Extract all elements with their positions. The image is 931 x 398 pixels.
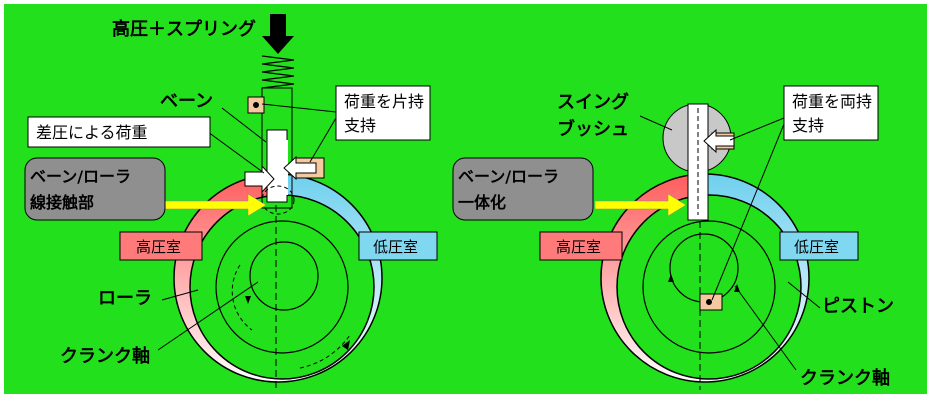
right-bush-leader [639, 115, 673, 131]
right-support-text-1: 荷重を両持 [792, 92, 872, 111]
left-vane-leader [221, 107, 267, 143]
left-diff-box [27, 116, 211, 148]
right-bush-text-1: スイング [557, 91, 629, 113]
left-diff-leader [207, 131, 265, 174]
left-vane-slot [261, 87, 293, 209]
left-low-chamber-badge [358, 231, 438, 261]
left-contact-text-2: 線接触部 [30, 193, 94, 212]
right-low-chamber-badge [779, 231, 859, 261]
right-vane [687, 103, 709, 221]
left-shaft [249, 241, 319, 311]
right-crank-leader [734, 285, 797, 371]
left-crank-leader [157, 281, 259, 351]
right-bush-text-2: ブッシュ [557, 118, 629, 140]
left-support-leader-1 [261, 103, 337, 113]
left-bottom-arc [299, 334, 351, 369]
left-diagram: 高圧＋スプリング ベーン 差圧による荷重 荷重を片持 支持 ベーン/ローラ 線接… [24, 14, 438, 390]
left-vane-label: ベーン [160, 91, 213, 112]
left-support-leader-2 [309, 117, 337, 163]
right-lower-pin-dot [706, 299, 712, 305]
left-contact-box [24, 157, 166, 221]
left-high-chamber-text: 高圧室 [136, 238, 181, 256]
left-roller [189, 194, 375, 380]
right-low-chamber-text: 低圧室 [794, 238, 839, 256]
left-crank-label: クランク軸 [60, 345, 150, 367]
left-support-arrow [283, 155, 317, 181]
left-high-chamber-badge [119, 231, 203, 261]
left-support-box [335, 85, 431, 141]
left-roller-label: ローラ [98, 288, 152, 309]
left-eccentric [215, 220, 349, 354]
right-support-arrow [703, 128, 735, 154]
left-rotation-arc [231, 264, 253, 331]
spring-icon [261, 55, 295, 89]
left-support-text-1: 荷重を片持 [344, 92, 424, 111]
right-diagram: スイング ブッシュ 荷重を両持 支持 ベーン/ローラ 一体化 高圧室 低圧室 ピ… [452, 85, 894, 390]
left-bottom-arrow-icon [342, 340, 350, 350]
left-top-label: 高圧＋スプリング [112, 18, 256, 40]
left-support-text-2: 支持 [344, 116, 376, 135]
left-diff-text: 差圧による荷重 [36, 123, 148, 142]
right-support-text-2: 支持 [792, 116, 824, 135]
right-eccentric [642, 220, 776, 354]
right-piston-leader [787, 281, 821, 309]
left-low-chamber-text: 低圧室 [373, 238, 418, 256]
right-support-box [783, 85, 879, 141]
down-arrow-icon [262, 14, 294, 54]
left-roller-leader [161, 289, 199, 301]
left-upper-support-pin [253, 102, 259, 108]
left-rotation-arrow-icon [245, 296, 251, 304]
right-rotation-arrow-icon [668, 274, 674, 282]
right-integrated-text-1: ベーン/ローラ [458, 167, 559, 186]
right-support-leader-2 [711, 123, 785, 301]
right-crank-label: クランク軸 [800, 367, 890, 389]
left-vane-white-strip [278, 140, 288, 195]
right-integrated-text-2: 一体化 [458, 193, 506, 212]
right-integrated-box [452, 157, 594, 221]
left-yellow-arrow-icon [164, 193, 267, 217]
left-contact-text-1: ベーン/ローラ [30, 167, 131, 186]
right-piston [616, 194, 802, 380]
right-high-chamber-badge [539, 231, 623, 261]
left-contact-point [261, 185, 295, 215]
right-high-chamber-text: 高圧室 [556, 238, 601, 256]
right-support-leader-1 [729, 117, 785, 141]
right-yellow-arrow-icon [594, 193, 687, 217]
right-piston-label: ピストン [822, 296, 894, 317]
